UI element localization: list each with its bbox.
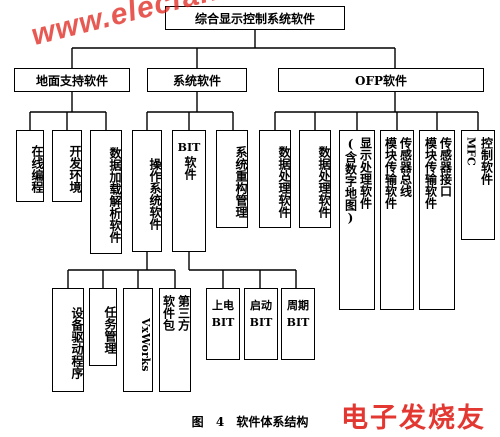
os-software-node: 操作系统软件: [132, 130, 162, 252]
task-management-node: 任务管理: [89, 288, 117, 366]
display-processing-line1: 显示处理软件: [358, 137, 373, 209]
periodic-bit-node: 周期 BIT: [281, 288, 315, 360]
startup-cn: 启动: [250, 299, 272, 312]
bit-software-node: BIT 软件: [172, 130, 206, 252]
control-mfc-line2: MFC: [464, 137, 478, 166]
startup-bit-node: 启动 BIT: [244, 288, 278, 360]
control-mfc-line1: 控制软件: [479, 137, 494, 185]
power-on-bit-node: 上电 BIT: [206, 288, 240, 360]
third-party-package-node: 第三方 软件包: [159, 288, 191, 392]
vxworks-node: VxWorks: [123, 288, 153, 392]
sensor-interface-line1: 传感器接口: [438, 137, 453, 197]
dev-environment-node: 开发环境: [52, 130, 82, 202]
sensor-bus-line2: 模块传输软件: [383, 137, 398, 209]
sensor-interface-module-node: 传感器接口 模块传输软件: [419, 130, 455, 310]
third-party-line2: 软件包: [161, 295, 176, 331]
system-reconfig-node: 系统重构管理: [216, 130, 248, 228]
sensor-bus-line1: 传感器总线: [398, 137, 413, 197]
power-on-cn: 上电: [212, 299, 234, 312]
display-processing-line2: (含数字地图): [343, 137, 358, 225]
periodic-bit: BIT: [286, 316, 310, 329]
power-on-bit: BIT: [211, 316, 235, 329]
control-mfc-node: 控制软件 MFC: [461, 130, 495, 240]
root-node: 综合显示控制系统软件: [165, 6, 345, 30]
data-processing-1-node: 数据处理软件: [259, 130, 291, 228]
display-processing-node: 显示处理软件 (含数字地图): [339, 130, 375, 310]
sensor-bus-module-node: 传感器总线 模块传输软件: [380, 130, 414, 310]
periodic-cn: 周期: [287, 299, 309, 312]
bit-software-line1: BIT: [177, 141, 201, 154]
data-load-parse-node: 数据加载解析软件: [90, 130, 122, 254]
ground-support-node: 地面支持软件: [14, 68, 130, 92]
data-processing-2-node: 数据处理软件: [299, 130, 331, 228]
device-driver-node: 设备驱动程序: [52, 288, 84, 392]
figure-caption: 图 4 软件体系结构: [191, 415, 309, 429]
bit-software-line2: 软件: [183, 156, 197, 180]
system-software-node: 系统软件: [147, 68, 247, 92]
startup-bit: BIT: [249, 316, 273, 329]
online-programming-node: 在线编程: [16, 130, 44, 202]
ofp-software-node: OFP软件: [278, 68, 484, 92]
sensor-interface-line2: 模块传输软件: [423, 137, 438, 209]
third-party-line1: 第三方: [176, 295, 191, 331]
